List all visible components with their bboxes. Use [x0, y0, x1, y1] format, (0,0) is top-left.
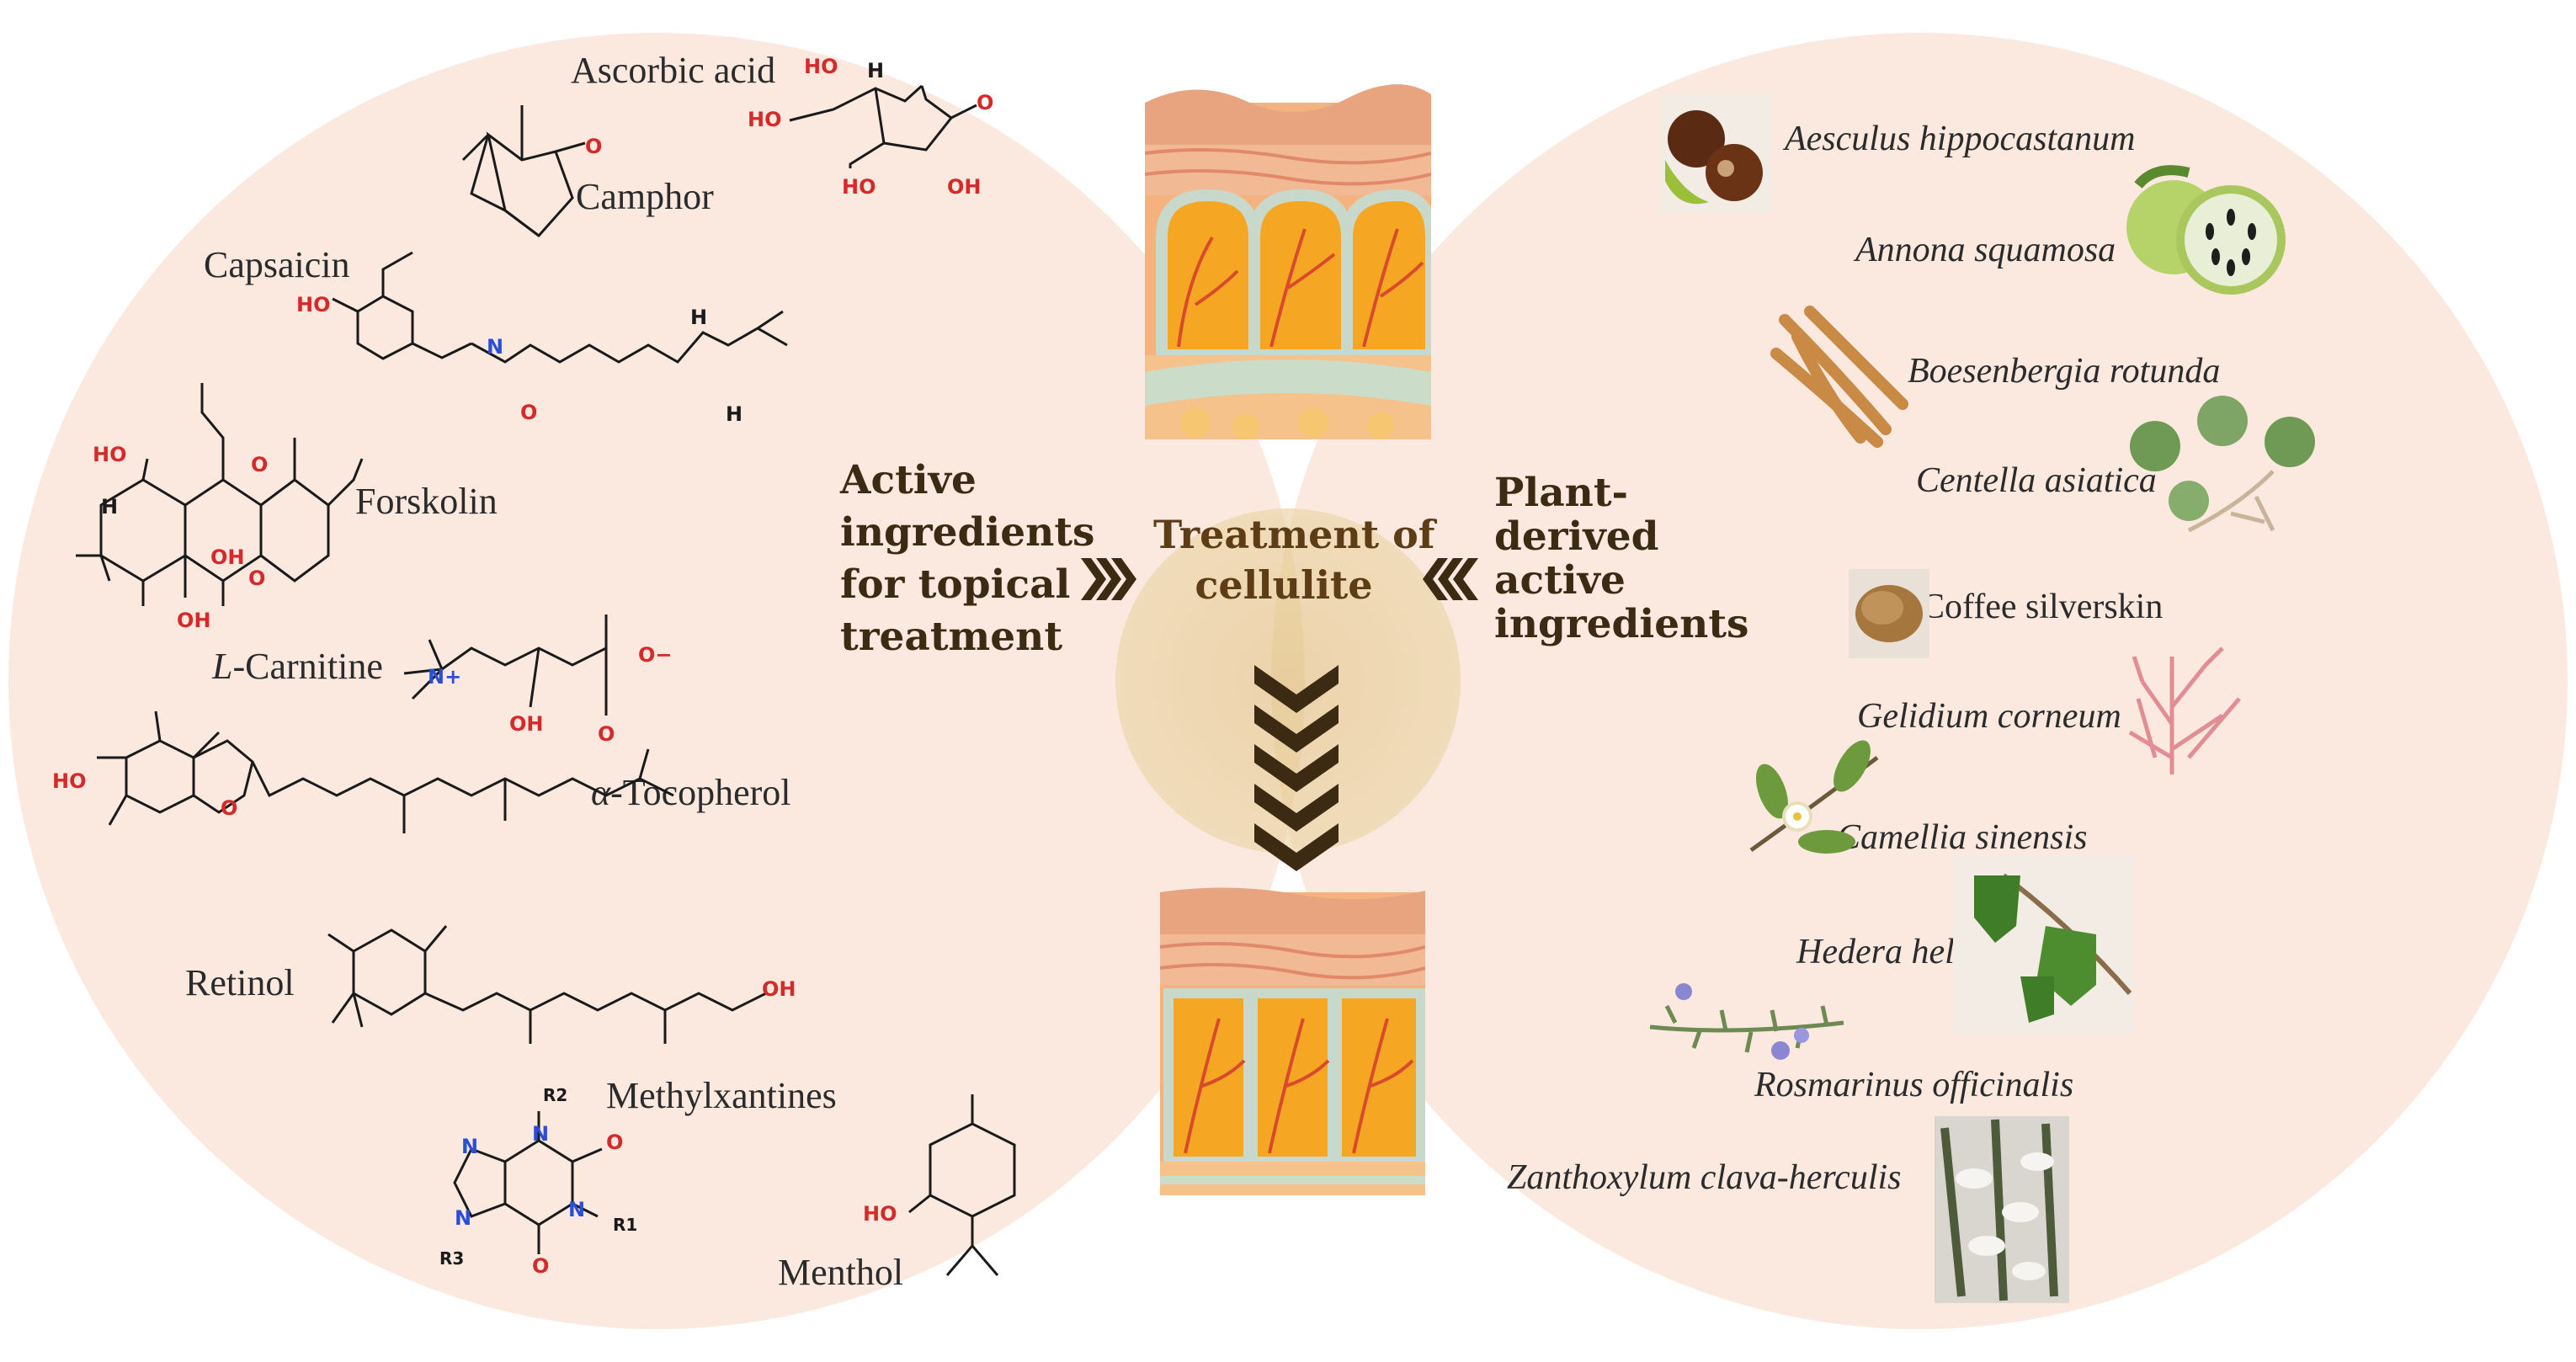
plant-label-annona: Annona squamosa — [1855, 231, 2116, 269]
skin-after-illustration — [1160, 887, 1425, 1195]
label-ascorbic-acid: Ascorbic acid — [571, 50, 776, 91]
left-heading-line-2: ingredients — [840, 509, 1095, 556]
center-heading: Treatment of cellulite — [1153, 509, 1435, 610]
right-arrows — [1081, 558, 1136, 600]
center-glow — [1115, 508, 1461, 854]
center-heading-line-2: cellulite — [1195, 562, 1373, 608]
left-heading-line-3: for topical — [840, 561, 1071, 608]
label-tocopherol: α-Tocopherol — [591, 774, 791, 811]
right-heading-line-1: Plant- — [1494, 470, 1629, 516]
left-circle — [8, 33, 1305, 1329]
left-heading-line-4: treatment — [840, 614, 1063, 660]
left-arrows — [1423, 558, 1478, 600]
skin-before-illustration — [1145, 84, 1431, 439]
label-retinol: Retinol — [185, 962, 295, 1003]
down-arrows — [1254, 665, 1339, 871]
plant-label-rosmarinus: Rosmarinus officinalis — [1754, 1066, 2074, 1104]
plant-label-centella: Centella asiatica — [1916, 461, 2157, 500]
plant-label-hedera: Hedera helix — [1796, 933, 1981, 971]
carnitine-name: -Carnitine — [232, 646, 383, 687]
plant-label-zanthoxylum: Zanthoxylum clava-herculis — [1507, 1158, 1902, 1197]
label-camphor: Camphor — [576, 176, 714, 217]
label-methylxantines: Methylxantines — [606, 1075, 837, 1116]
label-carnitine: L-Carnitine — [212, 648, 383, 685]
label-menthol: Menthol — [778, 1252, 904, 1293]
plant-label-gelidium: Gelidium corneum — [1857, 697, 2121, 736]
plant-label-coffee-silverskin: Coffee silverskin — [1921, 588, 2164, 626]
left-heading-line-1: Active — [840, 457, 977, 503]
plant-label-boesenbergia: Boesenbergia rotunda — [1908, 352, 2221, 391]
label-forskolin: Forskolin — [355, 481, 498, 522]
center-heading-line-1: Treatment of — [1153, 512, 1435, 557]
plant-label-camellia: Camellia sinensis — [1837, 818, 2088, 857]
carnitine-prefix: L — [212, 646, 233, 687]
tocopherol-prefix: α — [591, 772, 611, 813]
right-circle — [1271, 33, 2568, 1329]
right-heading: Plant- derived active ingredients — [1494, 471, 1749, 646]
left-heading: Active ingredients for topical treatment — [840, 455, 1095, 663]
right-heading-line-3: active — [1494, 557, 1626, 604]
plant-label-aesculus: Aesculus hippocastanum — [1785, 120, 2136, 158]
tocopherol-name: -Tocopherol — [610, 772, 791, 813]
right-heading-line-2: derived — [1494, 513, 1659, 560]
label-capsaicin: Capsaicin — [204, 244, 350, 285]
right-heading-line-4: ingredients — [1494, 601, 1749, 647]
